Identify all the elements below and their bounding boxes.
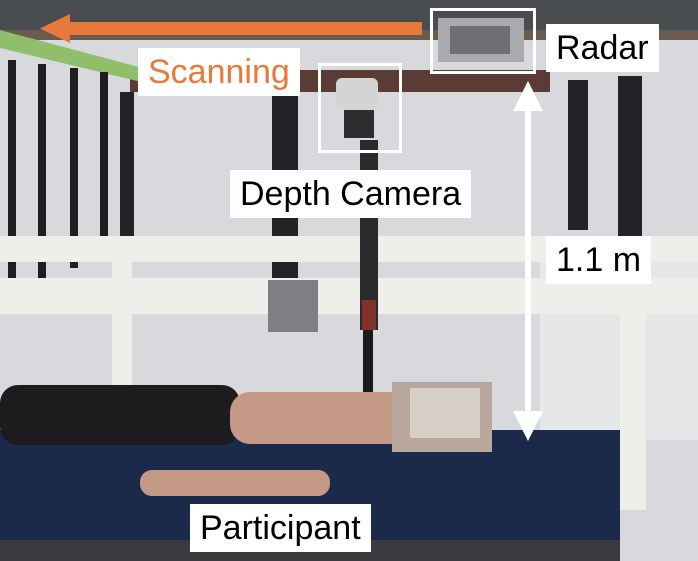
scanning-label: Scanning [138,48,300,96]
left-railings [8,60,108,280]
scan-arrow [40,14,422,43]
radar-board [450,26,510,54]
camera-mount [344,110,374,138]
distance-label: 1.1 m [546,236,652,284]
participant-figure [0,382,492,496]
participant-label: Participant [190,504,371,552]
bracket-plate [268,280,318,332]
green-rail-left [0,30,150,84]
depth-camera-label: Depth Camera [230,170,472,218]
pole-marker [362,300,376,330]
radar-highlight-box [430,8,536,74]
radar-label: Radar [546,24,659,72]
camera-highlight-box [318,63,402,153]
depth-camera-device [336,78,378,110]
